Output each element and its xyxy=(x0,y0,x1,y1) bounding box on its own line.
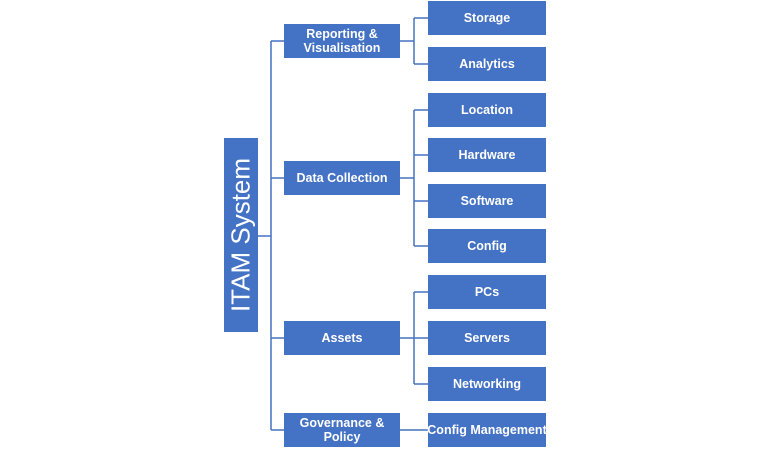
leaf-config: Config xyxy=(428,229,546,263)
root-node-label: ITAM System xyxy=(225,157,256,313)
category-data-collection: Data Collection xyxy=(284,161,400,195)
leaf-storage: Storage xyxy=(428,1,546,35)
category-reporting-visualisation: Reporting & Visualisation xyxy=(284,24,400,58)
leaf-software: Software xyxy=(428,184,546,218)
leaf-location: Location xyxy=(428,93,546,127)
leaf-servers: Servers xyxy=(428,321,546,355)
leaf-pcs: PCs xyxy=(428,275,546,309)
leaf-hardware: Hardware xyxy=(428,138,546,172)
category-assets: Assets xyxy=(284,321,400,355)
leaf-config-management: Config Management xyxy=(427,413,547,447)
category-governance-policy: Governance & Policy xyxy=(284,413,400,447)
root-node-itam-system: ITAM System xyxy=(224,138,258,332)
leaf-networking: Networking xyxy=(428,367,546,401)
leaf-analytics: Analytics xyxy=(428,47,546,81)
